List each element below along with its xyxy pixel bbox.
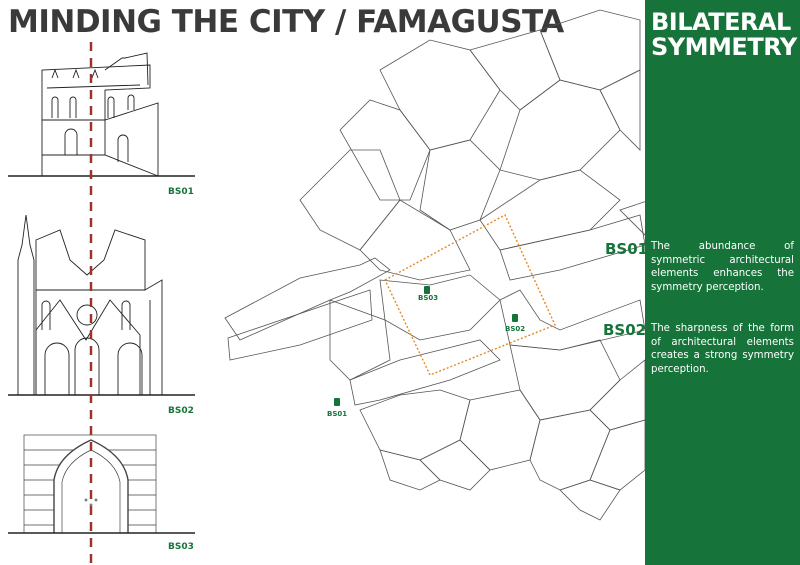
map-marker-bs03[interactable]: BS03 — [418, 294, 439, 302]
elevation-bs01 — [8, 52, 195, 177]
city-map — [224, 9, 651, 521]
bs01-description: The abundance of symmetric architectural… — [651, 241, 794, 293]
focus-area — [384, 214, 556, 376]
bs02-description: The sharpness of the form of architectur… — [651, 323, 794, 375]
bs02-label: BS02 — [603, 321, 647, 339]
caption-bs03: BS03 — [168, 542, 194, 552]
caption-bs01: BS01 — [168, 187, 194, 197]
panel-title-line2: SYMMETRY — [651, 33, 797, 61]
elevation-bs03 — [8, 434, 195, 534]
map-marker-bs01[interactable]: BS01 — [327, 410, 348, 418]
panel-title: BILATERAL SYMMETRY — [651, 10, 797, 60]
page-title: MINDING THE CITY / FAMAGUSTA — [8, 4, 564, 40]
panel-title-line1: BILATERAL — [651, 8, 791, 36]
map-marker-icons — [334, 286, 518, 406]
bs01-label: BS01 — [605, 240, 649, 258]
map-marker-bs02[interactable]: BS02 — [505, 325, 526, 333]
elevation-bs02 — [8, 214, 195, 396]
side-panel: BILATERAL SYMMETRY The abundance of symm… — [645, 0, 800, 565]
caption-bs02: BS02 — [168, 406, 194, 416]
